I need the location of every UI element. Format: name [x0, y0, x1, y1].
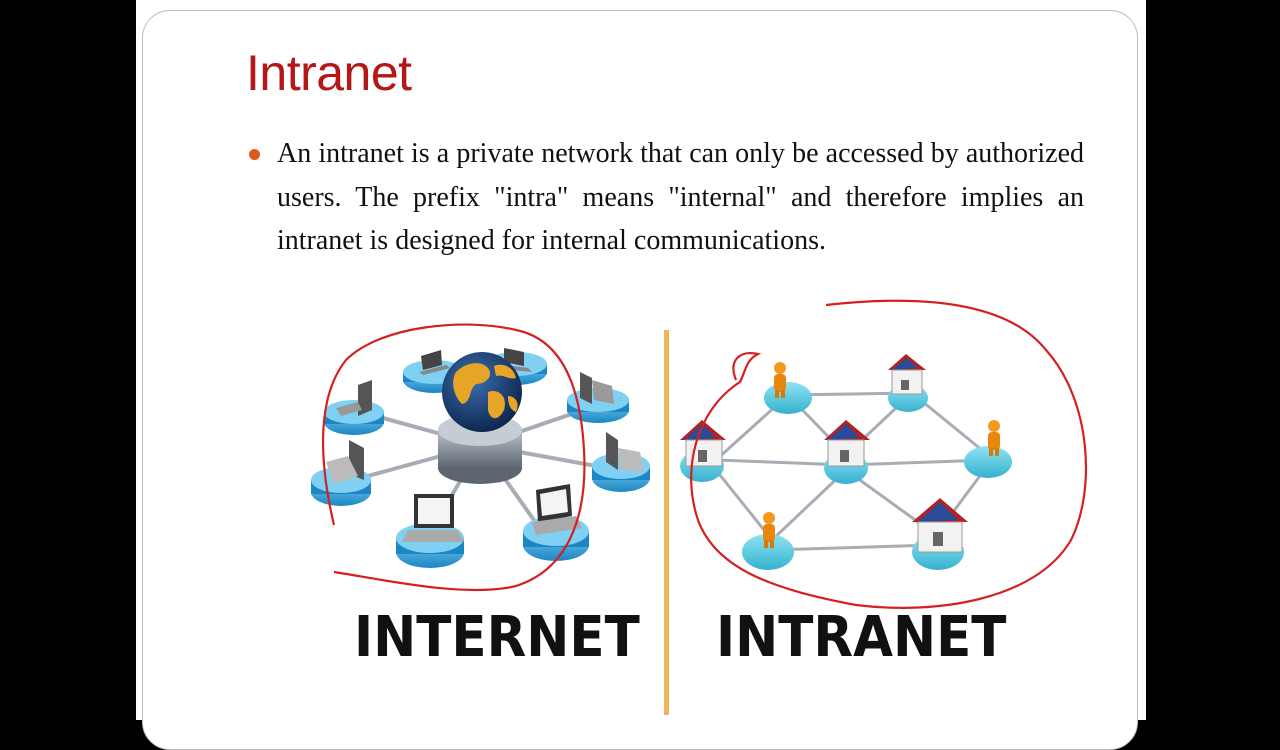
house-icon — [912, 498, 968, 553]
internet-diagram — [311, 348, 650, 568]
laptop-node — [324, 380, 384, 435]
person-icon — [774, 362, 786, 398]
laptop-node — [523, 484, 589, 561]
laptop-icon — [336, 380, 372, 416]
slide-frame — [142, 10, 1138, 750]
globe-icon — [442, 352, 522, 432]
bullet-text: An intranet is a private network that ca… — [277, 138, 1084, 256]
slide: Intranet An intranet is a private networ… — [136, 0, 1146, 750]
laptop-node — [567, 372, 629, 423]
bullet-icon — [249, 149, 260, 160]
network-figure — [311, 299, 1088, 715]
person-node — [964, 420, 1012, 478]
house-icon — [888, 354, 926, 395]
laptop-icon — [580, 372, 614, 404]
person-icon — [763, 512, 775, 548]
house-node — [680, 420, 726, 482]
person-node — [742, 512, 794, 570]
laptop-icon — [532, 484, 582, 535]
person-icon — [988, 420, 1000, 456]
internet-label: INTERNET — [354, 605, 640, 670]
person-node — [764, 362, 812, 414]
slide-title: Intranet — [246, 45, 412, 101]
house-icon — [824, 420, 870, 467]
house-node — [824, 420, 870, 484]
laptop-node — [396, 494, 464, 568]
intranet-diagram — [680, 354, 1012, 570]
annotation-circles — [322, 299, 1088, 609]
laptop-node — [592, 432, 650, 492]
intranet-label: INTRANET — [716, 605, 1007, 670]
laptop-icon — [419, 350, 450, 375]
laptop-icon — [606, 432, 644, 472]
divider-line — [664, 330, 669, 715]
house-node — [888, 354, 928, 412]
laptop-icon — [326, 440, 364, 484]
laptop-node — [311, 440, 371, 506]
house-node — [912, 498, 968, 570]
laptop-icon — [402, 494, 464, 542]
